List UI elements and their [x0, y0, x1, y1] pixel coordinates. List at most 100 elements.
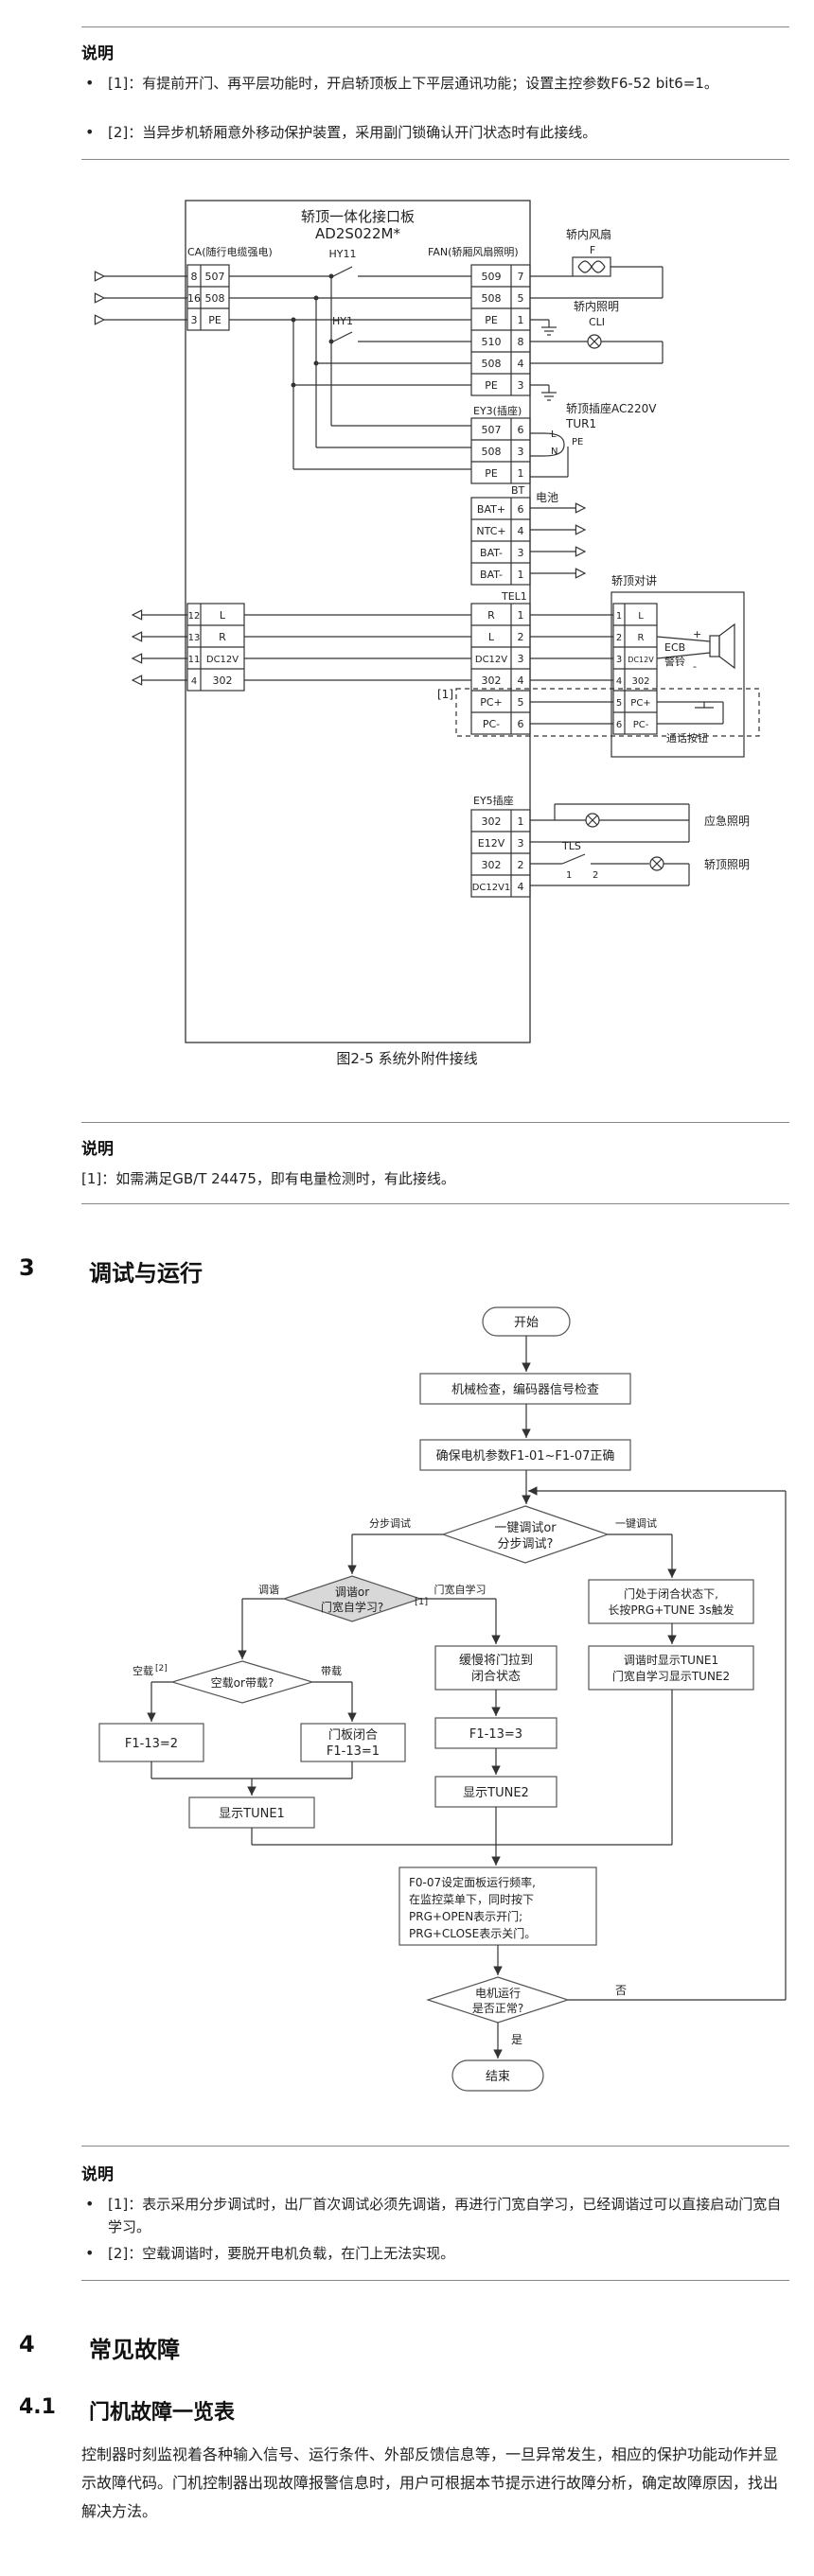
flow-decision1: 分步调试? — [498, 1537, 554, 1551]
ey3-pin-sig: PE — [485, 467, 498, 480]
intercom-label: 轿顶对讲 — [611, 573, 657, 587]
flow-door-close: 门板闭合 — [328, 1728, 378, 1743]
switch-label: HY1 — [332, 315, 353, 327]
flow-decision4: 电机运行 — [475, 1987, 521, 2000]
plus-sign: + — [693, 628, 701, 640]
left-pin-no: 13 — [188, 633, 201, 643]
fan-pin-sig: PE — [485, 314, 498, 326]
note-title: 说明 — [81, 2165, 114, 2184]
tel-pin-no: 2 — [518, 631, 524, 643]
flowchart: 开始 机械检查，编码器信号检查 确保电机参数F1-01~F1-07正确 一键调试… — [98, 1306, 787, 2092]
flow-ensure: 确保电机参数F1-01~F1-07正确 — [436, 1448, 615, 1463]
fan-label: 轿内风扇 — [566, 227, 611, 241]
flow-f007: PRG+CLOSE表示关门。 — [409, 1926, 536, 1940]
bt-pin-no: 3 — [518, 547, 524, 559]
body-paragraph: 控制器时刻监视着各种输入信号、运行条件、外部反馈信息等，一旦异常发生，相应的保护… — [81, 2445, 779, 2520]
flow-decision2: 门宽自学习? — [321, 1600, 383, 1614]
flow-f113-3: F1-13=3 — [469, 1727, 522, 1742]
fan-pin-sig: 509 — [482, 271, 502, 283]
flow-onekey-show: 调谐时显示TUNE1 — [624, 1654, 718, 1667]
intercom-pin-no: 1 — [616, 611, 622, 622]
flow-edge-label: 带载 — [321, 1665, 342, 1677]
divider — [81, 2146, 789, 2147]
left-pin-sig: R — [219, 631, 226, 643]
socket-label: 轿顶插座AC220V — [566, 401, 657, 415]
ey3-header: EY3(插座) — [473, 404, 522, 417]
ca-pin-sig: 507 — [205, 271, 225, 283]
flow-edge-label: 门宽自学习 — [434, 1583, 487, 1596]
tel-pin-no: 6 — [518, 718, 524, 730]
tls-pin: 1 — [566, 870, 572, 881]
ey5-pin-sig: 302 — [482, 859, 502, 871]
ey5-pin-no: 4 — [518, 881, 524, 893]
dashed-note: [1] — [437, 688, 453, 701]
divider — [81, 1203, 789, 1204]
ey3-pin-sig: 507 — [482, 424, 502, 436]
board-model: AD2S022M* — [315, 225, 400, 242]
bt-pin-no: 1 — [518, 569, 524, 581]
socket-pe: PE — [572, 437, 583, 447]
flow-decision4: 是否正常? — [472, 2002, 523, 2015]
ca-header: CA(随行电缆强电) — [187, 245, 273, 258]
flow-f007: F0-07设定面板运行频率, — [409, 1875, 536, 1889]
flow-slow-pull: 缓慢将门拉到 — [459, 1653, 533, 1668]
divider — [81, 159, 789, 160]
ey5-pin-sig: E12V — [478, 837, 505, 850]
fan-pin-no: 4 — [518, 358, 524, 370]
flow-f007: 在监控菜单下，同时按下 — [409, 1893, 534, 1906]
flow-onekey: 门处于闭合状态下, — [624, 1586, 718, 1601]
flow-check: 机械检查，编码器信号检查 — [451, 1383, 599, 1397]
flow-onekey: 长按PRG+TUNE 3s触发 — [608, 1603, 734, 1617]
flow-decision2: 调谐or — [335, 1586, 369, 1599]
divider — [81, 1122, 789, 1123]
ca-pin-sig: PE — [208, 314, 221, 326]
ey5-pin-sig: DC12V1 — [472, 883, 511, 893]
bt-pin-sig: BAT- — [480, 547, 503, 559]
ey5-pin-no: 3 — [518, 837, 524, 850]
tel-pin-no: 1 — [518, 609, 524, 622]
bt-pin-no: 6 — [518, 503, 524, 516]
intercom-pin-sig: 302 — [631, 676, 649, 687]
board-title: 轿顶一体化接口板 — [301, 208, 415, 225]
fan-pin-no: 7 — [518, 271, 524, 283]
fan-pin-no: 8 — [518, 336, 524, 348]
light-cli: CLI — [589, 316, 605, 328]
ca-pin-no: 3 — [191, 314, 198, 326]
note-title: 说明 — [81, 44, 114, 63]
figure-caption: 图2-5 系统外附件接线 — [336, 1050, 478, 1067]
intercom-pin-no: 4 — [616, 676, 622, 687]
call-button-label: 通话按钮 — [666, 731, 708, 745]
tel-pin-sig: PC+ — [480, 696, 503, 709]
flow-edge-label: 否 — [615, 1984, 627, 1997]
battery-label: 电池 — [536, 491, 558, 504]
intercom-pin-no: 5 — [616, 698, 622, 709]
flow-edge-label: 是 — [511, 2033, 522, 2046]
section-number: 3 — [19, 1254, 35, 1281]
fan-pin-no: 5 — [518, 292, 524, 305]
divider — [81, 2280, 789, 2281]
ecb-label: ECB — [664, 641, 685, 654]
fan-pin-sig: 508 — [482, 358, 502, 370]
flow-decision3: 空载or带载? — [211, 1676, 274, 1690]
bt-pin-sig: BAT- — [480, 569, 503, 581]
left-pin-sig: L — [220, 609, 226, 622]
ey3-pin-no: 3 — [518, 446, 524, 458]
note-title: 说明 — [81, 1140, 114, 1159]
alarm-label: 警铃 — [664, 655, 685, 668]
tel-pin-sig: R — [487, 609, 495, 622]
fan-pin-sig: PE — [485, 379, 498, 392]
ey3-pin-sig: 508 — [482, 446, 502, 458]
left-pin-sig: DC12V — [206, 655, 239, 665]
bt-pin-sig: NTC+ — [476, 525, 505, 537]
intercom-pin-sig: L — [638, 611, 644, 622]
top-light-label: 轿顶照明 — [704, 857, 750, 871]
flow-edge-label: 分步调试 — [369, 1517, 411, 1530]
flow-onekey-show: 门宽自学习显示TUNE2 — [612, 1669, 730, 1683]
tel-pin-no: 3 — [518, 653, 524, 665]
section-number: 4 — [19, 2331, 35, 2357]
intercom-pin-no: 2 — [616, 633, 622, 643]
tel-pin-no: 5 — [518, 696, 524, 709]
socket-n: N — [551, 447, 557, 457]
light-label: 轿内照明 — [574, 299, 619, 313]
tel-header: TEL1 — [501, 590, 527, 603]
